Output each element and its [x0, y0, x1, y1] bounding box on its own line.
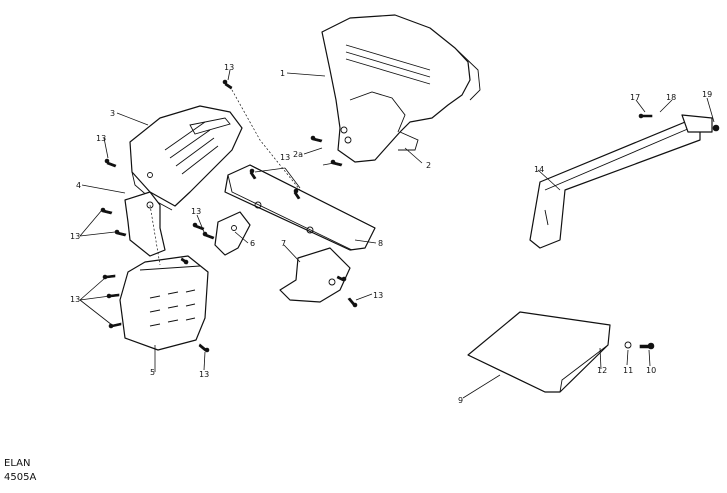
fasteners — [100, 79, 720, 353]
caption-model: ELAN — [4, 458, 31, 469]
callout-13-bottom: 13 — [199, 370, 209, 379]
bracket-6 — [214, 211, 251, 256]
leader-lines — [79, 69, 715, 399]
callout-13-left-mid: 13 — [70, 232, 80, 241]
callout-13-center: 13 — [191, 207, 201, 216]
callout-2a: 2a — [293, 150, 303, 159]
manifold-heat-shield-upper — [321, 14, 481, 163]
callout-13-left-lower: 13 — [70, 295, 80, 304]
callout-9: 9 — [458, 396, 463, 405]
bracket-4 — [124, 191, 166, 257]
callout-1: 1 — [280, 69, 285, 78]
callout-19: 19 — [702, 90, 712, 99]
callout-13-rail: 13 — [280, 153, 290, 162]
callout-17: 17 — [630, 93, 640, 102]
exhaust-shield-upper — [129, 105, 243, 211]
callout-7: 7 — [281, 239, 286, 248]
callout-4: 4 — [76, 181, 81, 190]
callout-5: 5 — [150, 368, 155, 377]
callout-labels: 1 2 2a 3 4 5 6 7 8 9 10 11 12 13 13 13 1… — [70, 63, 712, 405]
callout-8: 8 — [378, 239, 383, 248]
callout-2: 2 — [426, 161, 431, 170]
callout-6: 6 — [250, 239, 255, 248]
long-bracket-14 — [529, 114, 713, 249]
callout-18: 18 — [666, 93, 676, 102]
curved-shield-7 — [279, 247, 351, 303]
callout-11: 11 — [623, 366, 633, 375]
callout-12: 12 — [597, 366, 607, 375]
callout-3: 3 — [110, 109, 115, 118]
callout-10: 10 — [646, 366, 656, 375]
flat-shield-plate-9 — [467, 311, 611, 393]
callout-13-left-upper: 13 — [96, 134, 106, 143]
callout-13-right: 13 — [373, 291, 383, 300]
callout-13-top: 13 — [224, 63, 234, 72]
exhaust-shield-lower — [119, 255, 209, 351]
callout-14: 14 — [534, 165, 544, 174]
caption-code: 4505A — [4, 472, 37, 483]
channel-rail-8 — [224, 164, 376, 251]
